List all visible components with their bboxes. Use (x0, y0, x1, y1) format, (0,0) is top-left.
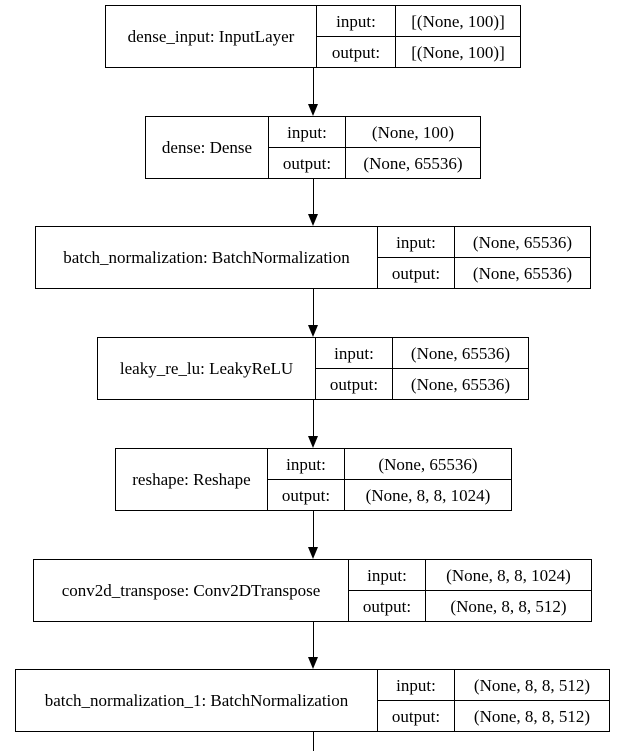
port-labels: input: output: (317, 6, 396, 67)
layer-name: batch_normalization_1: BatchNormalizatio… (16, 670, 378, 731)
input-label: input: (378, 670, 454, 701)
port-shapes: (None, 65536) (None, 65536) (455, 227, 590, 288)
layer-node-reshape: reshape: Reshape input: output: (None, 6… (115, 448, 512, 511)
output-shape: (None, 65536) (363, 153, 463, 173)
output-label: output: (391, 706, 441, 726)
layer-name: reshape: Reshape (116, 449, 268, 510)
output-label: output: (391, 263, 441, 283)
layer-node-batch-normalization-1: batch_normalization_1: BatchNormalizatio… (15, 669, 610, 732)
output-shape: (None, 8, 8, 512) (473, 706, 591, 726)
port-shapes: (None, 65536) (None, 8, 8, 1024) (345, 449, 511, 510)
input-shape: (None, 8, 8, 512) (455, 670, 609, 701)
input-shape: (None, 65536) (345, 449, 511, 480)
port-shapes: [(None, 100)] [(None, 100)] (396, 6, 520, 67)
port-labels: input: output: (269, 117, 346, 178)
port-labels: input: output: (268, 449, 345, 510)
layer-node-dense: dense: Dense input: output: (None, 100) … (145, 116, 481, 179)
output-label: output: (281, 485, 331, 505)
output-label: output: (331, 42, 381, 62)
output-label: output: (282, 153, 332, 173)
layer-name: leaky_re_lu: LeakyReLU (98, 338, 316, 399)
layer-name: conv2d_transpose: Conv2DTranspose (34, 560, 349, 621)
output-shape: (None, 8, 8, 1024) (365, 485, 491, 505)
layer-node-dense-input: dense_input: InputLayer input: output: [… (105, 5, 521, 68)
input-label: input: (316, 338, 392, 369)
input-label: input: (349, 560, 425, 591)
port-labels: input: output: (378, 670, 455, 731)
layer-name: dense_input: InputLayer (106, 6, 317, 67)
arrow-down-icon (308, 657, 318, 669)
port-shapes: (None, 100) (None, 65536) (346, 117, 480, 178)
input-shape: (None, 8, 8, 1024) (426, 560, 591, 591)
port-labels: input: output: (316, 338, 393, 399)
edge-line (313, 622, 314, 657)
layer-name: dense: Dense (146, 117, 269, 178)
output-shape: (None, 65536) (472, 263, 573, 283)
input-label: input: (269, 117, 345, 148)
input-shape: [(None, 100)] (396, 6, 520, 37)
arrow-down-icon (308, 214, 318, 226)
edge-line (313, 400, 314, 436)
edge-line (313, 511, 314, 547)
port-shapes: (None, 8, 8, 512) (None, 8, 8, 512) (455, 670, 609, 731)
output-shape: [(None, 100)] (411, 42, 505, 62)
arrow-down-icon (308, 547, 318, 559)
layer-node-conv2d-transpose: conv2d_transpose: Conv2DTranspose input:… (33, 559, 592, 622)
output-shape: (None, 8, 8, 512) (450, 596, 567, 616)
port-shapes: (None, 65536) (None, 65536) (393, 338, 528, 399)
edge-line (313, 179, 314, 214)
layer-name: batch_normalization: BatchNormalization (36, 227, 378, 288)
port-labels: input: output: (349, 560, 426, 621)
input-shape: (None, 100) (346, 117, 480, 148)
arrow-down-icon (308, 436, 318, 448)
edge-line (313, 289, 314, 325)
input-shape: (None, 65536) (455, 227, 590, 258)
input-label: input: (378, 227, 454, 258)
arrow-down-icon (308, 104, 318, 116)
output-shape: (None, 65536) (410, 374, 511, 394)
edge-line (313, 68, 314, 104)
edge-line-continuation (313, 732, 314, 751)
arrow-down-icon (308, 325, 318, 337)
layer-node-leaky-re-lu: leaky_re_lu: LeakyReLU input: output: (N… (97, 337, 529, 400)
input-label: input: (268, 449, 344, 480)
layer-node-batch-normalization: batch_normalization: BatchNormalization … (35, 226, 591, 289)
port-labels: input: output: (378, 227, 455, 288)
input-shape: (None, 65536) (393, 338, 528, 369)
output-label: output: (329, 374, 379, 394)
output-label: output: (362, 596, 412, 616)
input-label: input: (317, 6, 395, 37)
port-shapes: (None, 8, 8, 1024) (None, 8, 8, 512) (426, 560, 591, 621)
